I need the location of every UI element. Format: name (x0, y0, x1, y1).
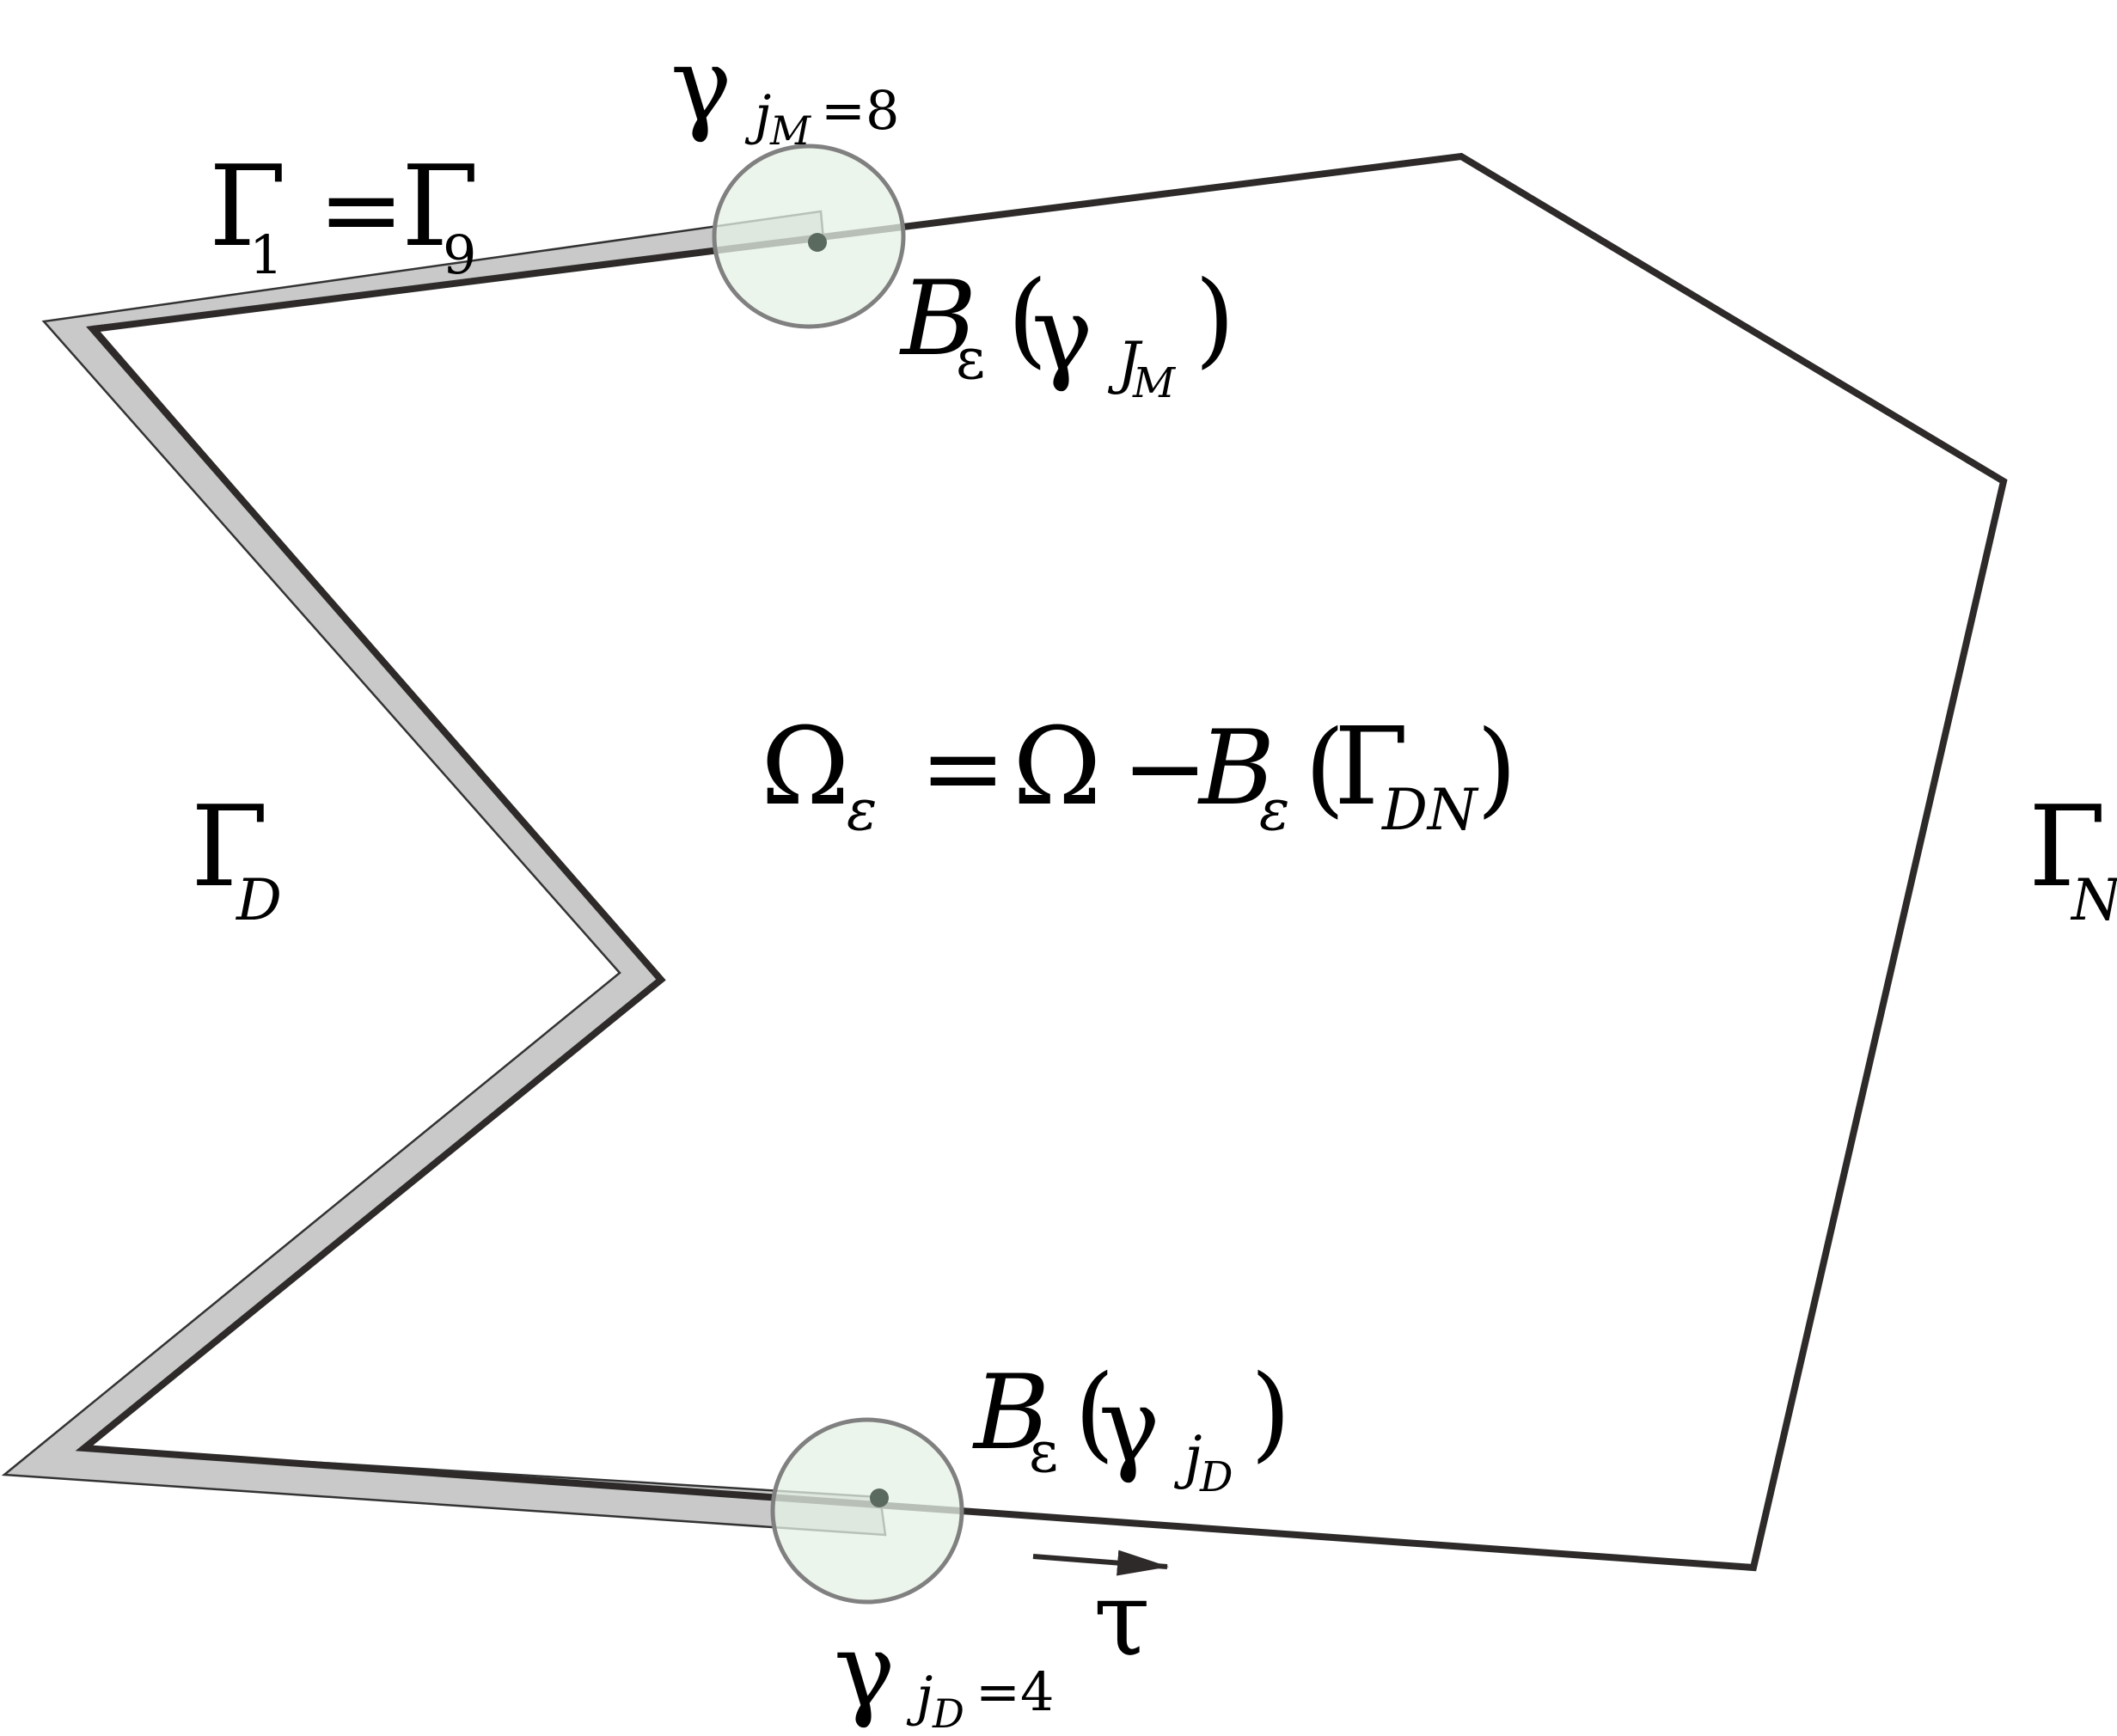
label-gamma-jm: γ j M =8 (670, 26, 899, 154)
point-gamma-jm (808, 233, 827, 252)
label-omega-equation: Ω ε = Ω − B ε ( Γ DN ) (761, 705, 1517, 843)
dirichlet-boundary-strip (1, 210, 887, 1537)
label-gamma-jd: γ j D =4 (834, 1611, 1054, 1736)
epsilon-ball-top (712, 144, 906, 329)
label-tau: τ (1093, 1560, 1150, 1679)
domain-boundary (75, 152, 2008, 1572)
tau-arrow (1032, 1550, 1169, 1576)
label-ball-top: B ε ( γ J M ) (899, 260, 1235, 407)
label-gamma1-eq-gamma9: Γ 1 = Γ 9 (209, 141, 483, 286)
label-gamma-d: Γ D (191, 781, 282, 933)
label-ball-bottom: B ε ( γ j D ) (972, 1354, 1291, 1501)
label-gamma-n: Γ N (2028, 781, 2117, 933)
epsilon-ball-bottom (770, 1417, 964, 1605)
point-gamma-jd (870, 1488, 889, 1507)
